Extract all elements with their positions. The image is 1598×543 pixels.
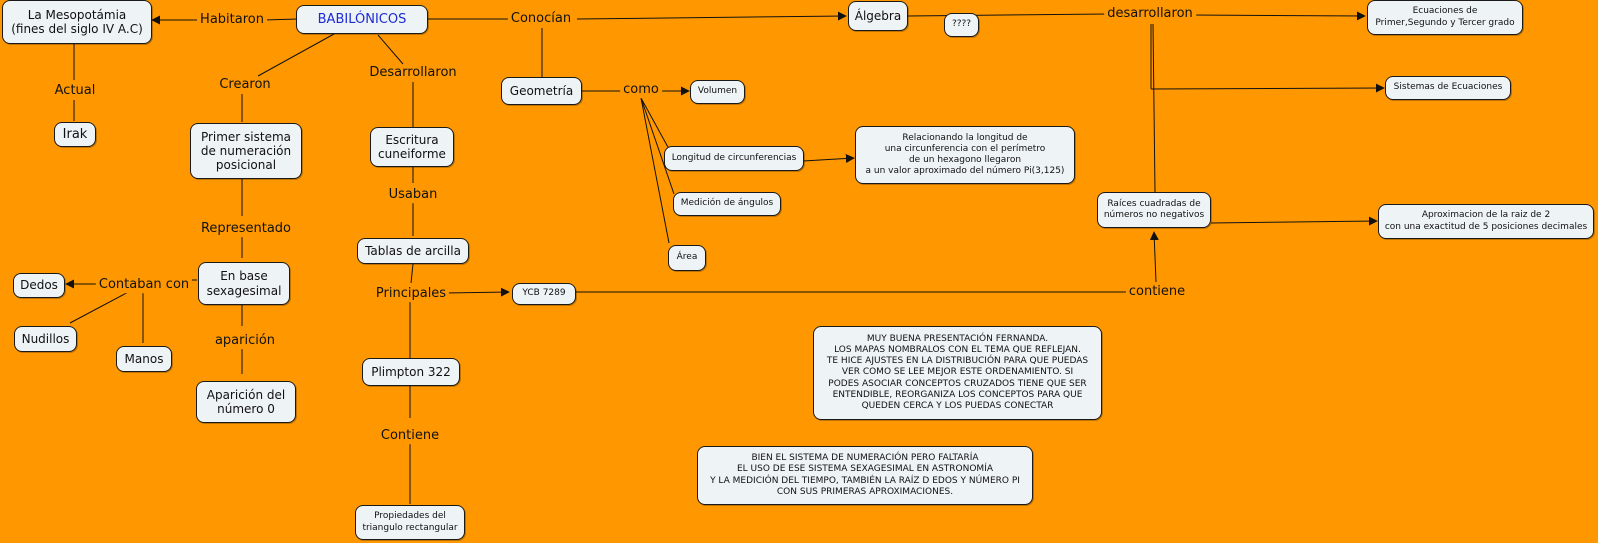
node-babilonicos[interactable]: BABILÓNICOS — [296, 5, 428, 34]
node-mesopotamia[interactable]: La Mesopotámia (fines del siglo IV A.C) — [2, 0, 152, 44]
node-plimpton[interactable]: Plimpton 322 — [362, 358, 460, 386]
node-base-sexagesimal[interactable]: En base sexagesimal — [198, 262, 290, 305]
node-nudillos[interactable]: Nudillos — [14, 326, 77, 352]
node-longitud[interactable]: Longitud de circunferencias — [664, 146, 804, 171]
node-escritura[interactable]: Escritura cuneiforme — [370, 127, 454, 167]
node-irak[interactable]: Irak — [54, 122, 96, 147]
link-contiene-plimpton: Contiene — [377, 428, 443, 444]
node-algebra[interactable]: Álgebra — [848, 1, 908, 31]
node-angulos[interactable]: Medición de ángulos — [673, 192, 781, 216]
link-principales: Principales — [372, 286, 450, 302]
node-raices[interactable]: Raíces cuadradas de números no negativos — [1097, 192, 1211, 228]
node-geometria[interactable]: Geometría — [501, 77, 582, 105]
link-contiene-ycb: contiene — [1125, 284, 1189, 300]
node-aproximacion[interactable]: Aproximacion de la raiz de 2 con una exa… — [1378, 204, 1594, 239]
node-ecuaciones[interactable]: Ecuaciones de Primer,Segundo y Tercer gr… — [1367, 0, 1523, 35]
node-aparicion-cero[interactable]: Aparición del número 0 — [196, 381, 296, 423]
link-como: como — [620, 82, 662, 98]
node-sistemas[interactable]: Sistemas de Ecuaciones — [1385, 76, 1511, 100]
link-conocian: Conocían — [507, 11, 575, 27]
node-tablas[interactable]: Tablas de arcilla — [357, 238, 469, 264]
link-desarrollaron-algebra: desarrollaron — [1104, 6, 1196, 22]
link-actual: Actual — [51, 83, 99, 99]
node-relacionando[interactable]: Relacionando la longitud de una circunfe… — [855, 126, 1075, 184]
link-representado: Representado — [197, 221, 295, 237]
node-area[interactable]: Área — [668, 245, 706, 271]
link-contaban-con: Contaban con — [95, 277, 193, 293]
node-dedos[interactable]: Dedos — [13, 273, 65, 298]
link-usaban: Usaban — [385, 187, 441, 203]
link-crearon: Crearon — [216, 77, 274, 93]
node-volumen[interactable]: Volumen — [690, 80, 745, 104]
node-comentario-1[interactable]: MUY BUENA PRESENTACIÓN FERNANDA. LOS MAP… — [813, 326, 1102, 420]
node-interrogacion[interactable]: ???? — [944, 13, 979, 37]
node-primer-sistema[interactable]: Primer sistema de numeración posicional — [190, 123, 302, 179]
node-manos[interactable]: Manos — [116, 346, 172, 372]
node-propiedades[interactable]: Propiedades del triangulo rectangular — [355, 505, 465, 540]
node-comentario-2[interactable]: BIEN EL SISTEMA DE NUMERACIÓN PERO FALTA… — [697, 446, 1033, 505]
link-desarrollaron: Desarrollaron — [366, 65, 460, 81]
link-aparicion: aparición — [211, 333, 279, 349]
node-ycb[interactable]: YCB 7289 — [512, 283, 576, 305]
link-habitaron: Habitaron — [197, 12, 267, 28]
